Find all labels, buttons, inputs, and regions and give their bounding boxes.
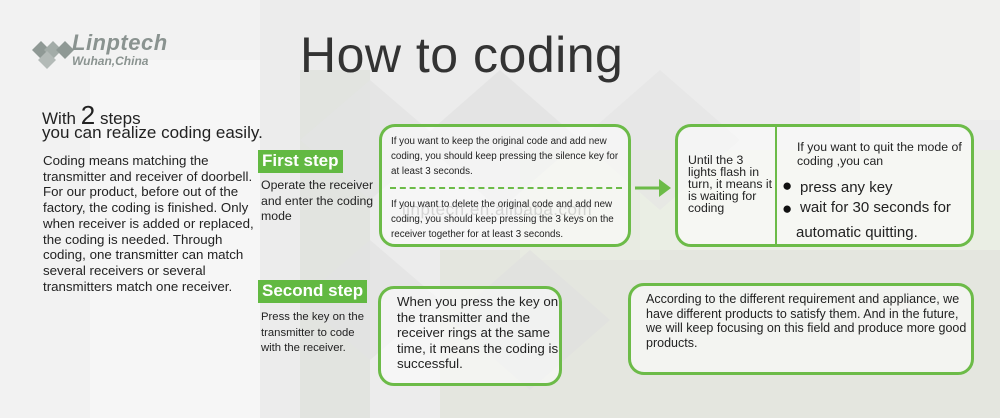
second-step-label: Second step	[258, 280, 368, 303]
steps-heading: With 2 steps	[42, 100, 141, 131]
waiting-text: Until the 3 lights flash in turn, it mea…	[688, 153, 773, 215]
keep-code-instruction: If you want to keep the original code an…	[391, 136, 619, 177]
watermark: linptech.en.alibaba.com	[402, 200, 593, 219]
steps-prefix: With	[42, 109, 76, 128]
quit-intro: If you want to quit the mode of coding ,…	[797, 140, 962, 168]
closing-box: According to the different requirement a…	[628, 283, 974, 375]
steps-heading-line2: you can realize coding easily.	[42, 123, 263, 142]
success-text: When you press the key on the transmitte…	[397, 294, 559, 371]
bullet-icon: ●	[782, 176, 793, 195]
first-step-description: Operate the receiver and enter the codin…	[261, 178, 374, 223]
page-title: How to coding	[300, 27, 624, 83]
steps-suffix: steps	[99, 109, 141, 128]
quit-option-1: press any key	[800, 179, 893, 196]
box-divider	[775, 127, 777, 244]
intro-paragraph: Coding means matching the transmitter an…	[43, 153, 254, 294]
first-step-label: First step	[258, 150, 343, 173]
steps-count: 2	[80, 100, 96, 130]
quit-option-2-continued: automatic quitting.	[796, 224, 918, 241]
success-box: When you press the key on the transmitte…	[378, 286, 562, 386]
logo-mark	[32, 41, 74, 69]
first-step-options-box: If you want to keep the original code an…	[379, 124, 631, 247]
closing-text: According to the different requirement a…	[646, 292, 967, 350]
quit-option-2: wait for 30 seconds for	[800, 199, 951, 216]
second-step-description: Press the key on the transmitter to code…	[261, 311, 364, 354]
delete-code-instruction: If you want to delete the original code …	[391, 199, 614, 240]
waiting-box: Until the 3 lights flash in turn, it mea…	[675, 124, 974, 247]
bullet-icon: ●	[782, 199, 793, 218]
arrow-right-icon	[635, 179, 671, 197]
dashed-divider	[390, 187, 622, 189]
logo-name: Linptech	[72, 30, 168, 55]
logo-city: Wuhan,China	[72, 54, 149, 68]
